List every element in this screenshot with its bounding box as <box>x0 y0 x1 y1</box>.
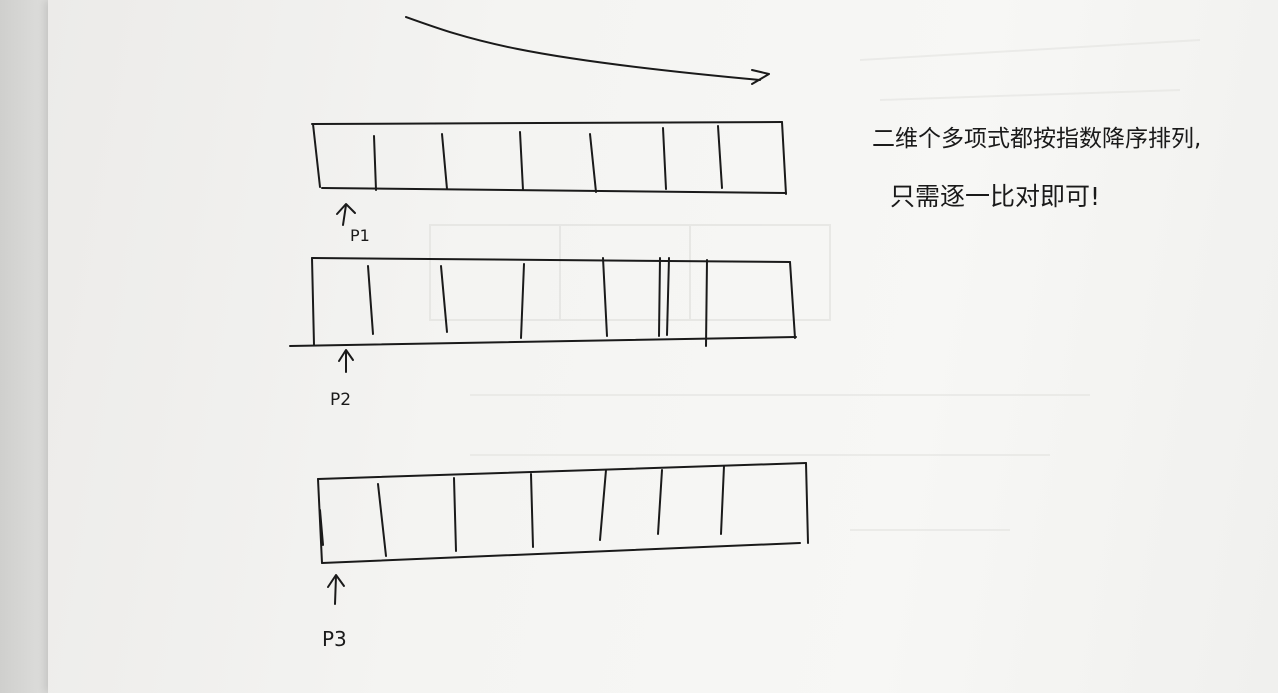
array-3-cell-dividers <box>377 465 725 557</box>
array-box-3 <box>317 462 809 564</box>
array-box-1 <box>311 121 787 195</box>
handwritten-note: 二维个多项式都按指数降序排列, 只需逐一比对即可! <box>872 126 1201 211</box>
direction-arrow <box>405 16 770 85</box>
array-1-cell-dividers <box>373 125 723 193</box>
note-line-2: 只需逐一比对即可! <box>890 182 1100 211</box>
paper-sheet <box>48 0 1278 693</box>
table-surface <box>0 0 48 693</box>
pointer-p2: P2 <box>330 349 354 410</box>
pointer-p3: P3 <box>322 574 347 651</box>
pointer-p3-label: P3 <box>322 627 347 651</box>
pointer-p2-label: P2 <box>330 390 351 410</box>
array-2-cell-dividers <box>367 257 708 347</box>
note-line-1: 二维个多项式都按指数降序排列, <box>872 126 1201 152</box>
pointer-p1: P1 <box>336 203 370 245</box>
bleed-through-marks <box>429 39 1201 531</box>
array-box-2 <box>289 257 797 347</box>
pointer-p1-label: P1 <box>350 226 370 245</box>
